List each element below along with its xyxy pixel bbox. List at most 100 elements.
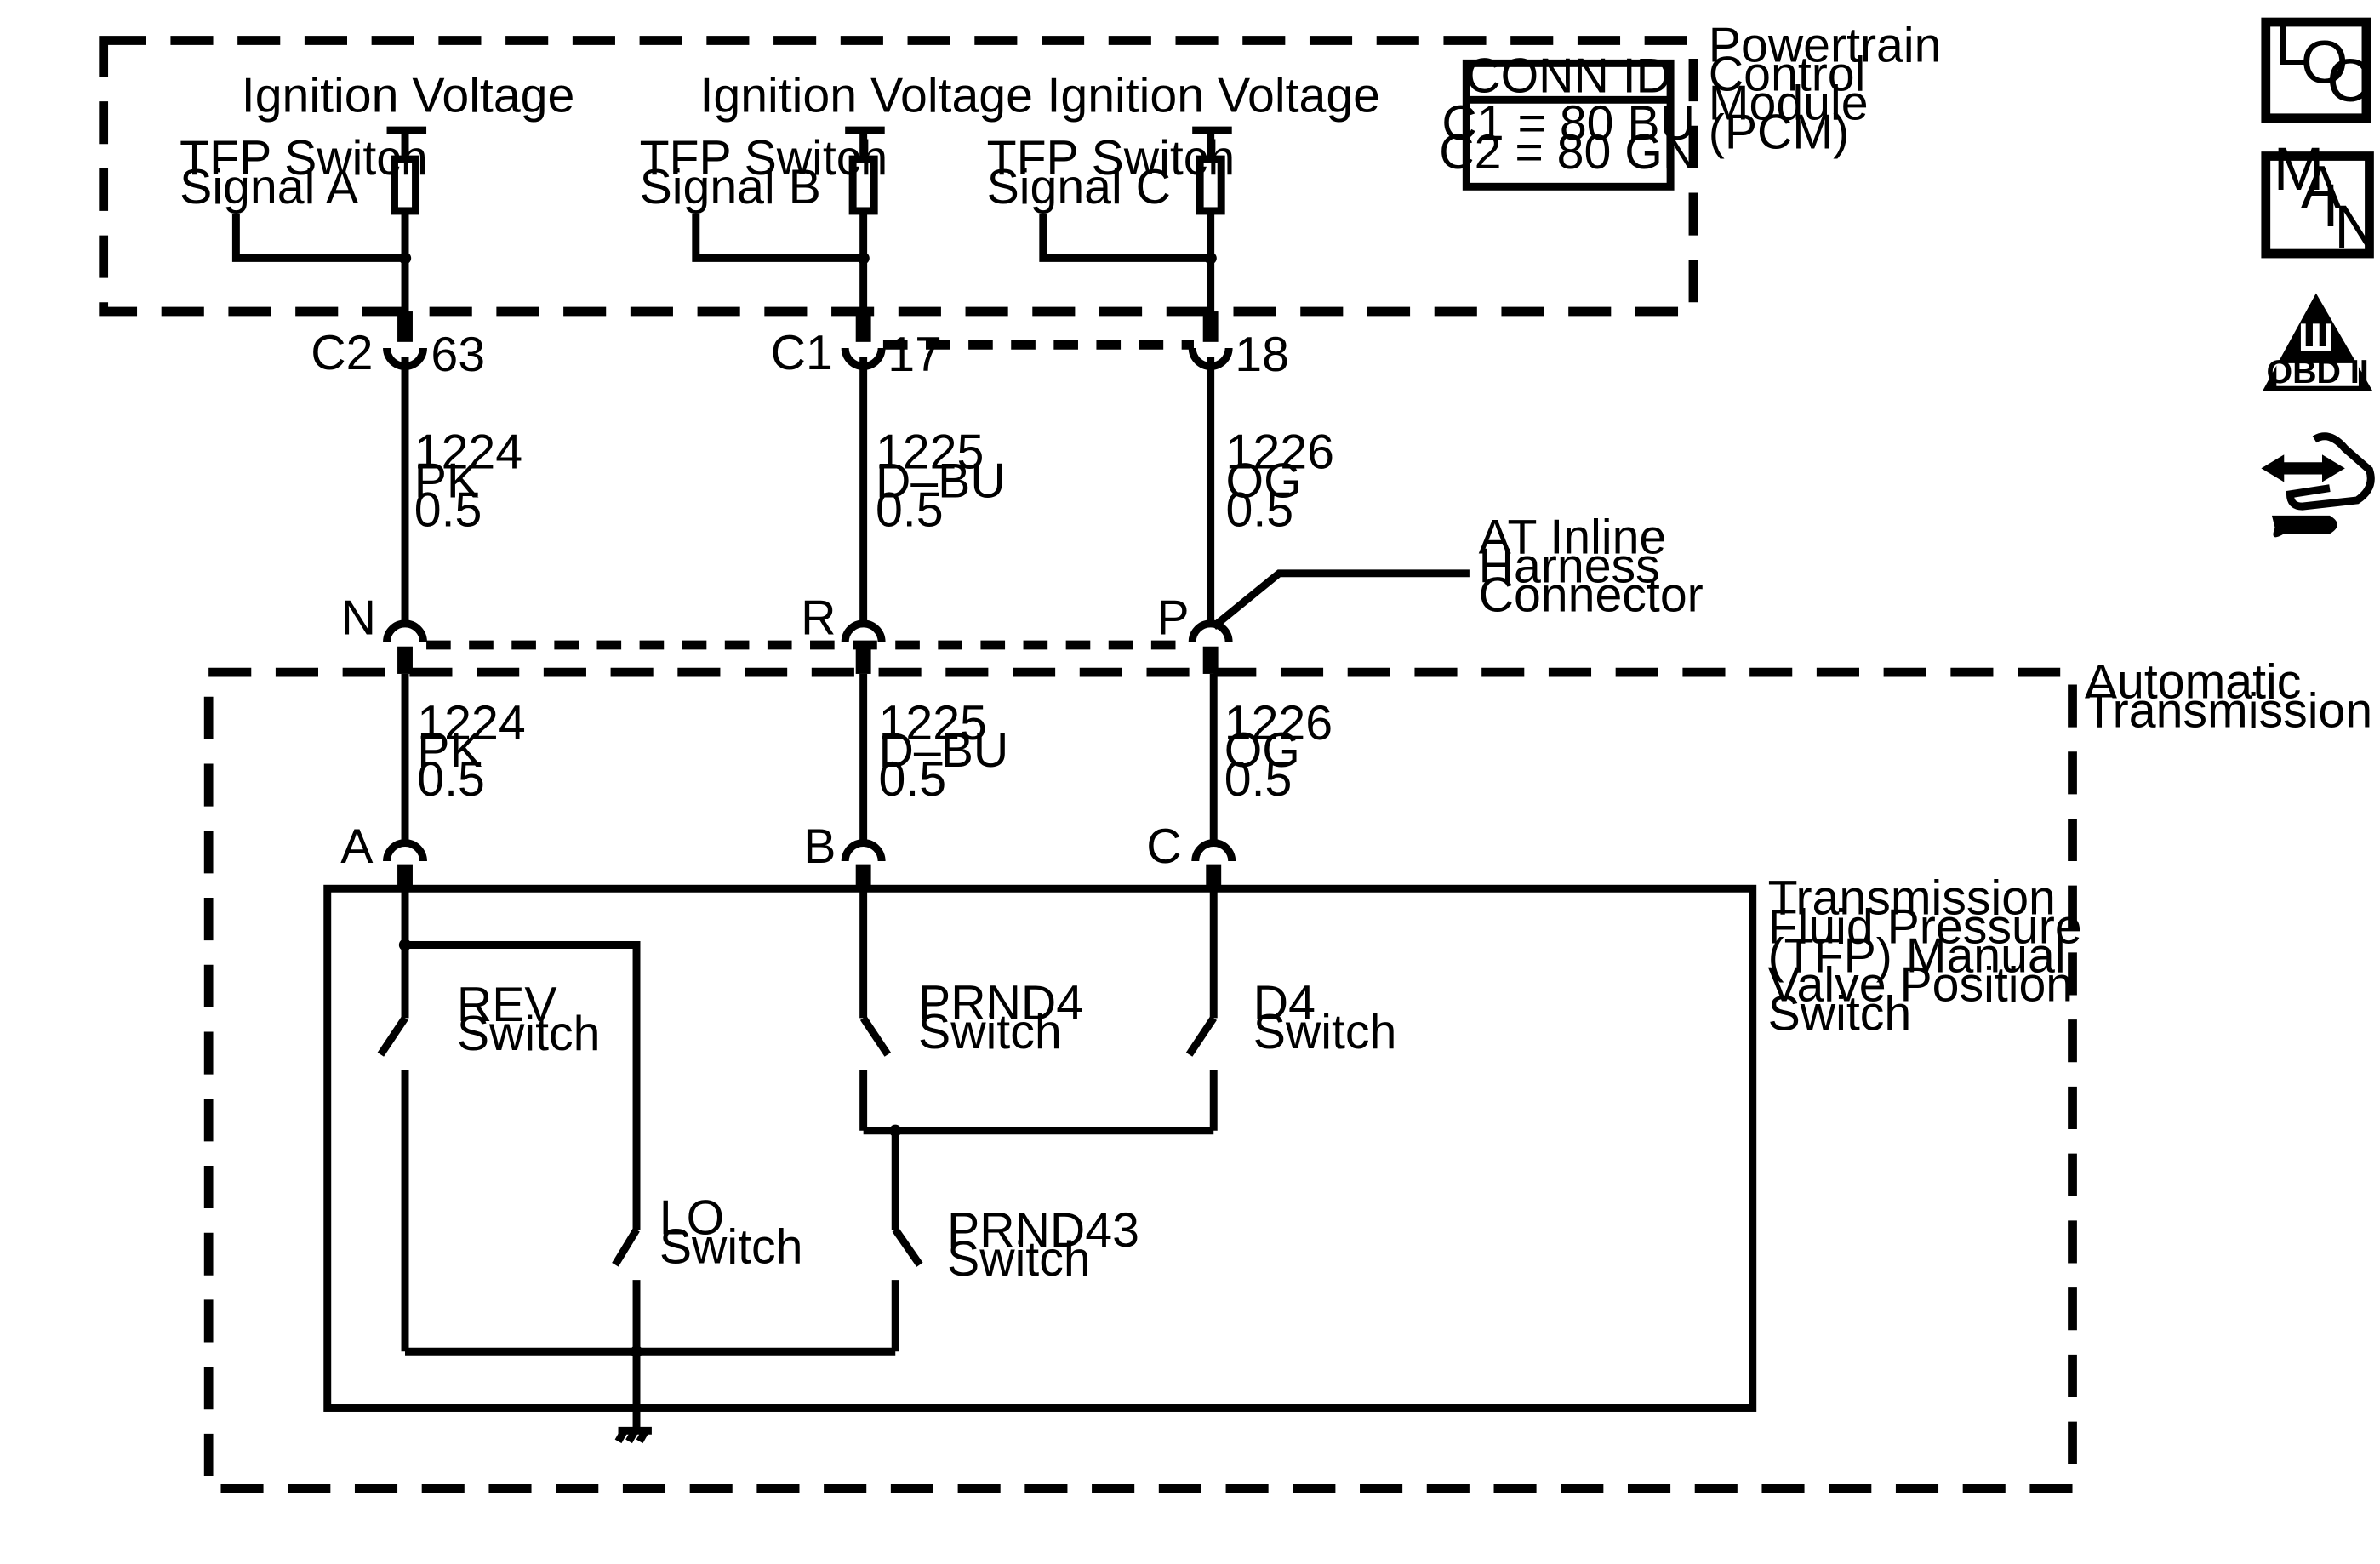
tfp-signal-a-line-2: Signal A: [180, 160, 359, 214]
main-letter-i: I: [2322, 172, 2339, 240]
pcm-pin-18: [1202, 311, 1219, 342]
transmission-boundary: [203, 667, 2077, 1493]
pcm-title-line-3: Module: [1709, 77, 1869, 131]
tfp-switch-assembly: Transmission Fluid Pressure (TFP) Manual…: [323, 871, 2082, 1428]
lo-switch-label-line-1: LO: [659, 1190, 724, 1245]
loc-nav-icon[interactable]: L O C: [2261, 10, 2371, 123]
tfp-pin-a-label: A: [340, 819, 374, 874]
pcm-circuit-b: Ignition Voltage TFP Switch Signal B: [640, 69, 1033, 330]
inline-pin-n-label: N: [341, 591, 376, 645]
connector-c1-label: C1: [771, 326, 833, 380]
tfp-signal-b-line-2: Signal B: [640, 160, 821, 214]
wire-upper-c-color: OG: [1226, 454, 1302, 508]
diagnostic-hand-icon[interactable]: [2261, 432, 2375, 538]
loc-letter-l: L: [2275, 10, 2309, 78]
automatic-transmission: Automatic Transmission: [203, 655, 2372, 1493]
conn-id-row-2: C2 = 80 GN: [1439, 125, 1698, 180]
pcm-circuit-a: Ignition Voltage TFP Switch Signal A: [180, 69, 574, 330]
pcm-boundary: [99, 36, 1698, 317]
d4-switch-label-line-1: D4: [1253, 976, 1316, 1030]
inline-pin-n: [397, 646, 413, 674]
tfp-title-line-3: (TFP) Manual: [1768, 929, 2066, 984]
inline-pin-p: [1202, 646, 1219, 674]
wire-upper-a-color: PK: [414, 454, 479, 508]
tfp-title-line-5: Switch: [1768, 987, 1912, 1042]
wire-lower-b-color: D–BU: [879, 723, 1009, 778]
rev-switch-label-line-2: Switch: [457, 1007, 601, 1061]
inline-pin-r: [855, 646, 871, 674]
tfp-title-line-4: Valve Position: [1768, 958, 2074, 1013]
pcm-circuit-c: Ignition Voltage TFP Switch Signal C: [987, 69, 1380, 330]
prnd4-switch-contact: [859, 1015, 892, 1057]
wire-upper-c-size: 0.5: [1226, 482, 1294, 537]
tfp-pin-c-label: C: [1146, 819, 1181, 874]
wire-lower-c-size: 0.5: [1224, 752, 1293, 807]
pin-63-label: 63: [431, 328, 485, 382]
inline-terminal-n: [383, 619, 427, 642]
wire-upper-b-size: 0.5: [876, 482, 944, 537]
wire-lower-a-color: PK: [417, 723, 482, 778]
wire-upper-a-circuit: 1224: [414, 425, 522, 479]
conn-id-row-1: C1 = 80 BU: [1441, 96, 1695, 151]
tfp-signal-b-line-1: TFP Switch: [640, 131, 888, 186]
tfp-title-line-1: Transmission: [1768, 871, 2056, 926]
main-letter-m: M: [2274, 135, 2325, 203]
tfp-title-line-2: Fluid Pressure: [1768, 900, 2082, 955]
pcm-title-line-2: Control: [1709, 48, 1866, 102]
main-nav-icon[interactable]: M A I N: [2261, 135, 2378, 261]
pcm-title-line-1: Powertrain: [1709, 19, 1942, 73]
tfp-signal-a-line-1: TFP Switch: [180, 131, 428, 186]
main-letter-n: N: [2334, 193, 2378, 261]
prnd43-switch-label-line-1: PRND43: [947, 1203, 1139, 1258]
ignition-voltage-label-c: Ignition Voltage: [1047, 69, 1380, 123]
wire-upper-a-size: 0.5: [414, 482, 482, 537]
d4-switch-contact: [1185, 1015, 1217, 1057]
loc-letter-o: O: [2301, 29, 2349, 97]
tfp-pin-b: [855, 864, 871, 889]
prnd43-switch-contact: [892, 1227, 923, 1267]
wire-lower-b-size: 0.5: [879, 752, 947, 807]
prnd4-switch-label-line-1: PRND4: [918, 976, 1083, 1030]
inline-connector-label-line-3: Connector: [1479, 568, 1704, 623]
tfp-switch-frame: [323, 884, 1757, 1412]
loc-letter-c: C: [2326, 47, 2371, 115]
prnd43-switch-label-line-2: Switch: [947, 1232, 1091, 1287]
obd-label: OBD II: [2266, 353, 2368, 391]
rev-switch-label-line-1: REV: [457, 978, 557, 1032]
inline-terminal-p: [1188, 619, 1233, 642]
wire-upper-c-circuit: 1226: [1226, 425, 1334, 479]
lo-switch-contact: [612, 1227, 640, 1267]
obd-numeral: II: [2303, 303, 2330, 357]
tfp-signal-c-line-1: TFP Switch: [987, 131, 1236, 186]
wire-upper-b-circuit: 1225: [876, 425, 984, 479]
conn-id-table: CONN ID C1 = 80 BU C2 = 80 GN: [1439, 49, 1698, 191]
lower-harness: 1224 PK 0.5 1225 D–BU 0.5 1226 OG 0.5: [401, 673, 1333, 847]
connector-c2-label: C2: [311, 326, 373, 380]
transmission-title-line-2: Transmission: [2085, 684, 2372, 739]
conn-id-header: CONN ID: [1465, 49, 1671, 103]
transmission-title-line-1: Automatic: [2085, 655, 2302, 710]
wire-lower-c-color: OG: [1224, 723, 1300, 778]
inline-terminal-r: [841, 619, 886, 642]
tfp-switch-connector: A B C: [340, 819, 1236, 889]
wire-lower-a-circuit: 1224: [417, 696, 525, 751]
pcm-pin-17: [855, 311, 871, 342]
obd-ii-icon[interactable]: II OBD II: [2263, 293, 2373, 391]
wire-lower-c-circuit: 1226: [1224, 696, 1333, 751]
at-inline-harness-connector: N R P AT Inline Harness Connector: [341, 511, 1704, 674]
wire-lower-b-circuit: 1225: [879, 696, 987, 751]
upper-harness: 1224 PK 0.5 1225 D–BU 0.5 1226 OG 0.5: [401, 357, 1334, 624]
pcm-connectors: C2 63 C1 17 18: [311, 311, 1289, 382]
tfp-pin-a: [397, 864, 413, 889]
inline-pin-r-label: R: [801, 591, 836, 645]
pin-18-label: 18: [1235, 328, 1289, 382]
wire-upper-b-color: D–BU: [876, 454, 1006, 508]
ignition-voltage-label-a: Ignition Voltage: [242, 69, 575, 123]
rev-switch-contact: [377, 1015, 408, 1057]
conn-id-frame: [1462, 59, 1675, 191]
tfp-terminal-b: [841, 839, 886, 862]
pcm-title-line-4: (PCM): [1709, 106, 1849, 160]
tfp-signal-c-line-2: Signal C: [987, 160, 1171, 214]
tfp-pin-b-label: B: [803, 819, 836, 874]
